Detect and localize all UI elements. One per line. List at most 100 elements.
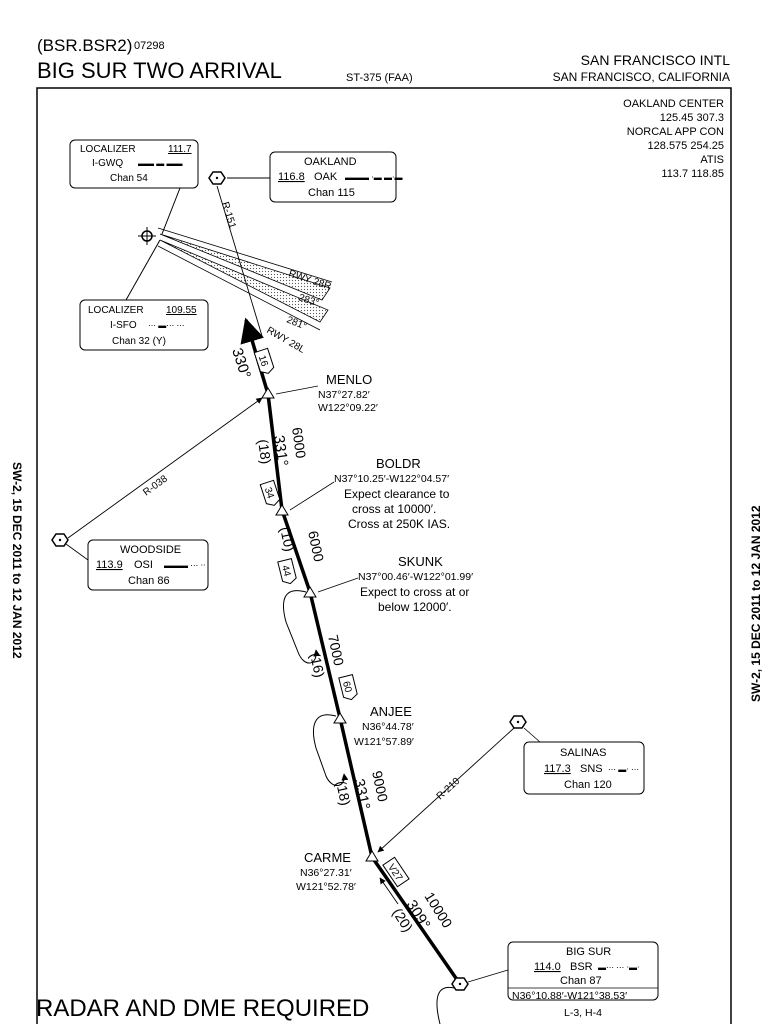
woodside-navaid-box: WOODSIDE 113.9 OSI ▬▬▬ ⋯ ⋅⋅ Chan 86: [87, 539, 209, 591]
boldr-note-3: Cross at 250K IAS.: [348, 517, 450, 531]
localizer-gwq-ident: I-GWQ: [92, 158, 123, 169]
menlo-fix-icon: [261, 387, 275, 399]
morse-osi: ▬▬▬ ⋯ ⋅⋅: [164, 561, 206, 570]
carme-fix-icon: [365, 850, 379, 862]
boldr-name: BOLDR: [376, 456, 421, 471]
dme-16-label: 16: [256, 354, 270, 368]
morse-oak: ▬▬▬ ⋅▬ ▬⋅▬: [345, 173, 403, 182]
frequency-block: OAKLAND CENTER 125.45 307.3 NORCAL APP C…: [623, 98, 724, 180]
salinas-vortac-icon: [509, 715, 527, 729]
leg3-distance: (16): [307, 651, 328, 679]
norcal-freq: 128.575 254.25: [648, 140, 724, 152]
radial-r210-line: [377, 727, 515, 853]
radial-r151-line: [216, 185, 263, 337]
oakland-navaid-box: OAKLAND 116.8 OAK ▬▬▬ ⋅▬ ▬⋅▬ Chan 115: [269, 151, 403, 203]
dme-44-label: 44: [279, 564, 292, 578]
dme-60-box: 60: [338, 673, 358, 701]
carme-lat: N36°27.31′: [300, 867, 352, 879]
leader-gwq: [161, 187, 181, 235]
bigsur-navaid-box: BIG SUR 114.0 BSR ▬⋯ ⋯ ⋅▬⋅ Chan 87 N36°1…: [507, 941, 659, 1002]
leg2-altitude: 6000: [305, 529, 327, 563]
localizer-gwq-box: LOCALIZER 111.7 I-GWQ ▬▬ ▬ ▬▬ Chan 54: [69, 139, 199, 189]
leg1-altitude: 6000: [289, 426, 309, 459]
skunk-note-1: Expect to cross at or: [360, 585, 469, 599]
procedure-title: BIG SUR TWO ARRIVAL: [37, 58, 282, 83]
carme-lon: W121°52.78′: [296, 881, 356, 893]
woodside-chan: Chan 86: [128, 575, 170, 587]
localizer-sfo-chan: Chan 32 (Y): [112, 336, 166, 347]
salinas-leader: [523, 727, 541, 743]
bigsur-freq: 114.0: [534, 961, 561, 973]
anjee-lon: W121°57.89′: [354, 736, 414, 748]
leg2-distance: (10): [277, 525, 298, 553]
localizer-sfo-box: LOCALIZER 109.55 I-SFO ⋯ ▬⋯ ⋯ Chan 32 (Y…: [79, 299, 209, 351]
oakland-chan: Chan 115: [308, 187, 355, 199]
oakland-name: OAKLAND: [304, 156, 357, 168]
salinas-navaid-box: SALINAS 117.3 SNS ⋯ ▬⋅ ⋯ Chan 120: [523, 741, 645, 795]
chart-frame: [36, 87, 732, 1024]
skunk-fix-icon: [303, 586, 317, 598]
menlo-lat: N37°27.82′: [318, 389, 370, 401]
skunk-note-2: below 12000′.: [378, 600, 452, 614]
woodside-name: WOODSIDE: [120, 544, 181, 556]
morse-gwq: ▬▬ ▬ ▬▬: [138, 159, 182, 168]
morse-sfo: ⋯ ▬⋯ ⋯: [148, 321, 184, 330]
radial-r038-label: R-038: [141, 473, 170, 498]
validity-right: SW-2, 15 DEC 2011 to 12 JAN 2012: [749, 505, 763, 702]
skunk-leader: [317, 577, 359, 593]
bigsur-chan: Chan 87: [560, 975, 602, 987]
radial-r038-line: [67, 397, 263, 539]
menlo-name: MENLO: [326, 372, 372, 387]
skunk-holding-pattern: [283, 590, 321, 664]
woodside-vortac-icon: [51, 533, 69, 547]
bigsur-name: BIG SUR: [566, 946, 611, 958]
leader-sfo: [125, 239, 161, 301]
course-281-label: 281°: [285, 315, 308, 333]
procedure-number: 07298: [134, 40, 165, 52]
boldr-note-2: cross at 10000′.: [352, 502, 436, 516]
woodside-ident: OSI: [134, 559, 153, 571]
leg4-course: 331°: [350, 777, 373, 811]
leg3-altitude: 7000: [325, 633, 347, 667]
leg1-course: 331°: [270, 434, 291, 467]
boldr-fix-icon: [275, 504, 289, 516]
localizer-sfo-ident: I-SFO: [110, 320, 137, 331]
oakland-vortac-icon: [208, 171, 226, 185]
localizer-antenna-icon: [138, 227, 156, 245]
anjee-lat: N36°44.78′: [362, 721, 414, 733]
boldr-leader: [289, 481, 335, 511]
morse-bsr: ▬⋯ ⋯ ⋅▬⋅: [598, 963, 640, 972]
atis-label: ATIS: [700, 154, 724, 166]
leg4-altitude: 9000: [369, 769, 391, 803]
woodside-leader: [65, 543, 89, 561]
woodside-freq: 113.9: [96, 559, 123, 571]
salinas-chan: Chan 120: [564, 779, 612, 791]
leg4-distance: (18): [333, 779, 354, 807]
skunk-name: SKUNK: [398, 554, 443, 569]
final-course-label: 330°: [228, 346, 254, 381]
radial-r151-label: R-151: [219, 201, 238, 231]
dme-44-box: 44: [277, 557, 297, 585]
salinas-name: SALINAS: [560, 747, 606, 759]
carme-name: CARME: [304, 850, 351, 865]
dme-34-label: 34: [262, 486, 276, 500]
radar-dme-required: RADAR AND DME REQUIRED: [36, 995, 369, 1022]
radial-r210-label: R-210: [435, 776, 463, 803]
skunk-coords: N37°00.46′-W122°01.99′: [358, 571, 473, 583]
oakland-center-label: OAKLAND CENTER: [623, 98, 724, 110]
morse-sns: ⋯ ▬⋅ ⋯: [608, 765, 639, 774]
bigsur-leader: [467, 969, 509, 983]
anjee-name: ANJEE: [370, 704, 412, 719]
bigsur-coords: N36°10.88′-W121°38.53′: [512, 990, 627, 1002]
localizer-gwq-chan: Chan 54: [110, 173, 148, 184]
oakland-freq: 116.8: [278, 171, 305, 183]
oakland-ident: OAK: [314, 171, 338, 183]
procedure-code: (BSR.BSR2): [37, 36, 133, 55]
norcal-label: NORCAL APP CON: [627, 126, 724, 138]
airway-v27-box: V27: [382, 856, 410, 888]
dme-60-label: 60: [340, 680, 353, 694]
menlo-lon: W122°09.22′: [318, 402, 378, 414]
bigsur-vortac-icon: [451, 977, 469, 991]
dme-16-box: 16: [253, 347, 275, 374]
localizer-gwq-freq: 111.7: [168, 144, 192, 155]
